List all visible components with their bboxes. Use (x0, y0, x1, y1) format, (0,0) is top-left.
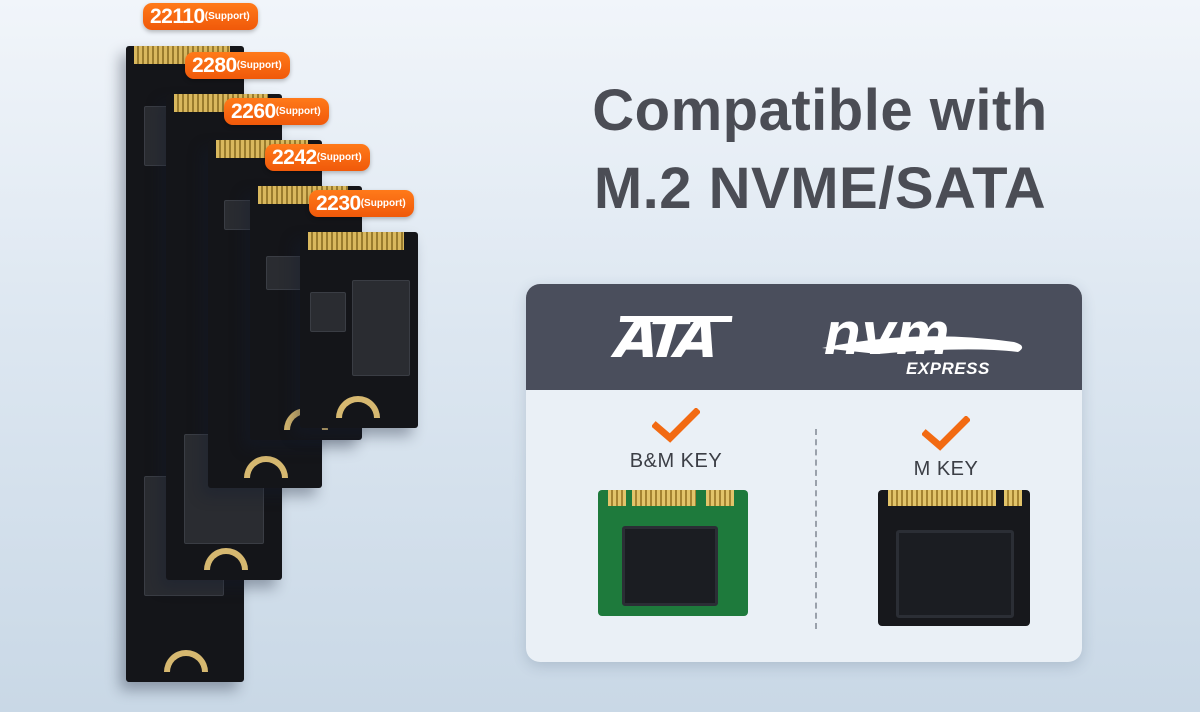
bm-key-label: B&M KEY (629, 450, 723, 472)
bm-key-column: B&M KEY (556, 408, 796, 473)
heading-line-1: Compatible with (592, 78, 1048, 143)
size-tag-2260: 2260(Support) (224, 98, 329, 125)
m-key-column: M KEY (826, 408, 1066, 481)
compatibility-card: ATA nvm EXPRESS B&M KEY M KEY (526, 284, 1082, 662)
nvme-logo-text: nvm (824, 300, 951, 367)
sata-logo: ATA (612, 302, 740, 376)
column-divider (815, 429, 817, 629)
size-tag-2230: 2230(Support) (309, 190, 414, 217)
ssd-2230 (300, 232, 418, 428)
nvme-logo-subtext: EXPRESS (906, 359, 990, 378)
bm-key-ssd-image (598, 490, 748, 616)
heading-line-2: M.2 NVME/SATA (593, 156, 1047, 221)
logo-header: ATA nvm EXPRESS (526, 284, 1082, 390)
m-key-ssd-image (878, 490, 1030, 626)
checkmark-icon (652, 408, 700, 443)
size-tag-2242: 2242(Support) (265, 144, 370, 171)
ssd-size-stack: 22110(Support) 2280(Support) 2260(Suppor… (0, 0, 470, 712)
m-key-label: M KEY (913, 458, 979, 480)
checkmark-icon (922, 416, 970, 451)
size-tag-22110: 22110(Support) (143, 3, 258, 30)
nvme-logo: nvm EXPRESS (818, 300, 1033, 378)
size-tag-2280: 2280(Support) (185, 52, 290, 79)
page-heading: Compatible with M.2 NVME/SATA (520, 72, 1120, 228)
